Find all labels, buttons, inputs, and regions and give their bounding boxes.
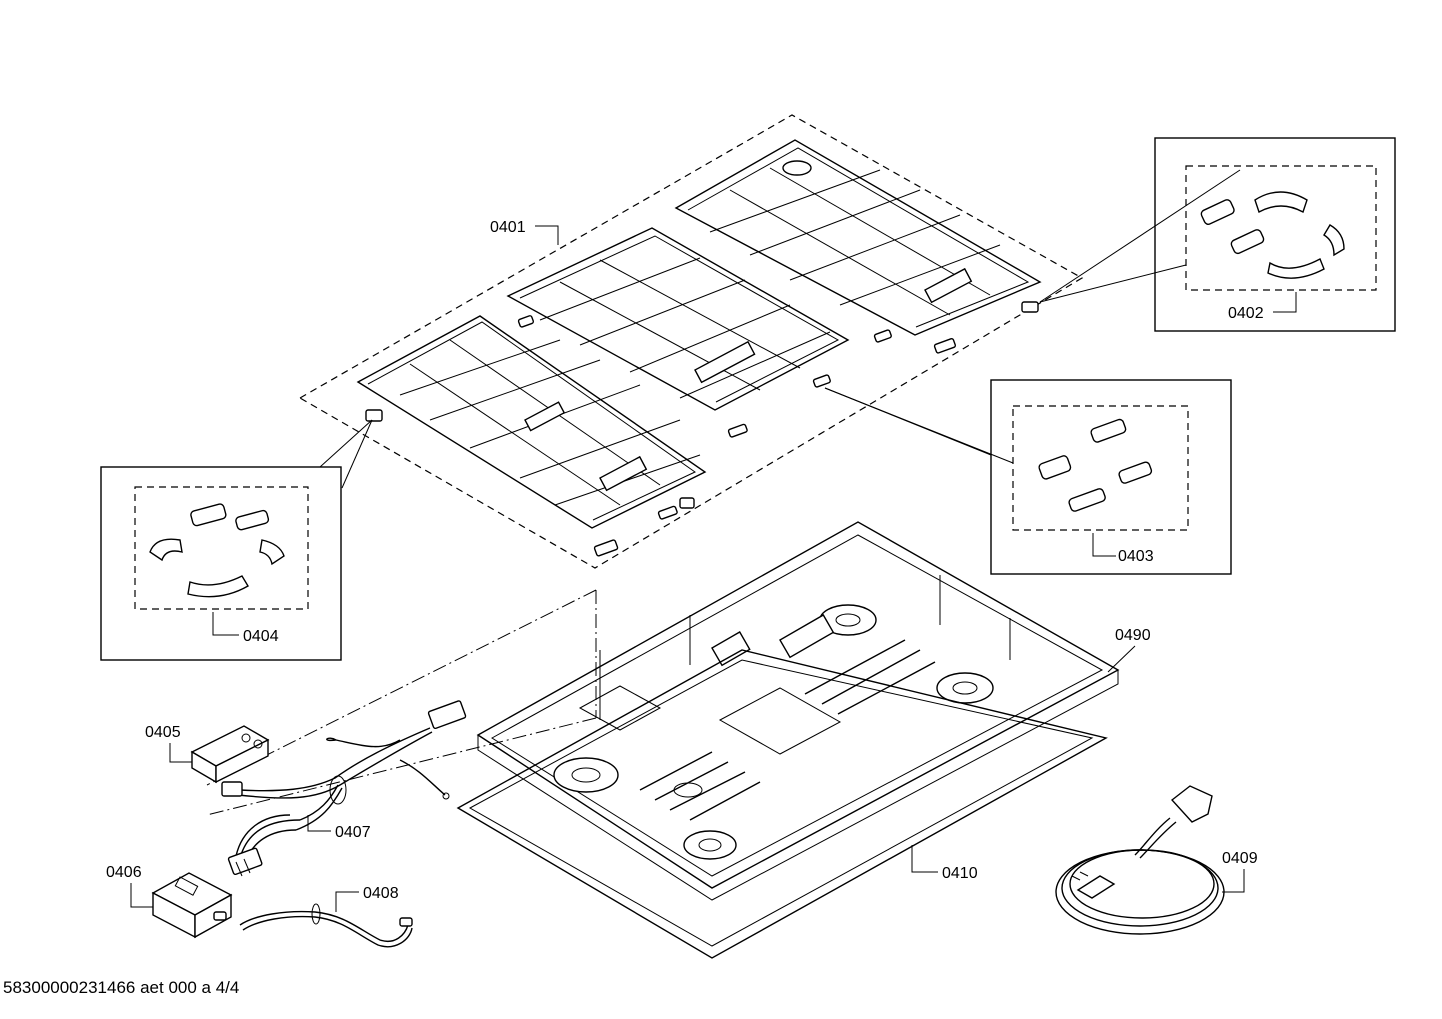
rubber-feet [365,301,1039,557]
pan-support-right [674,139,1042,336]
label-0409: 0409 [1222,850,1258,867]
document-footer-code: 58300000231466 aet 000 a 4/4 [3,978,240,997]
label-0407: 0407 [335,824,371,841]
label-0406: 0406 [106,864,142,881]
seal-frame-0410 [456,649,1108,959]
label-0404: 0404 [243,628,279,645]
label-0490: 0490 [1115,627,1151,644]
pan-support-middle [506,227,850,411]
wiring-harness-0407 [221,700,467,877]
mains-cable-0409 [1055,785,1225,935]
callout-0404 [100,419,373,661]
label-0401: 0401 [490,219,526,236]
burner-tub-0490 [476,521,1120,901]
label-0408: 0408 [363,885,399,902]
label-0405: 0405 [145,724,181,741]
callout-0402 [1039,137,1396,332]
label-0402: 0402 [1228,305,1264,322]
ignition-module-0405 [190,725,270,784]
callout-0403 [824,379,1232,575]
spark-box-0406 [151,872,233,939]
earth-cable-0408 [239,903,413,948]
pan-support-envelope [298,114,1084,569]
pan-support-left [356,315,707,529]
label-0410: 0410 [942,865,978,882]
label-0403: 0403 [1118,548,1154,565]
